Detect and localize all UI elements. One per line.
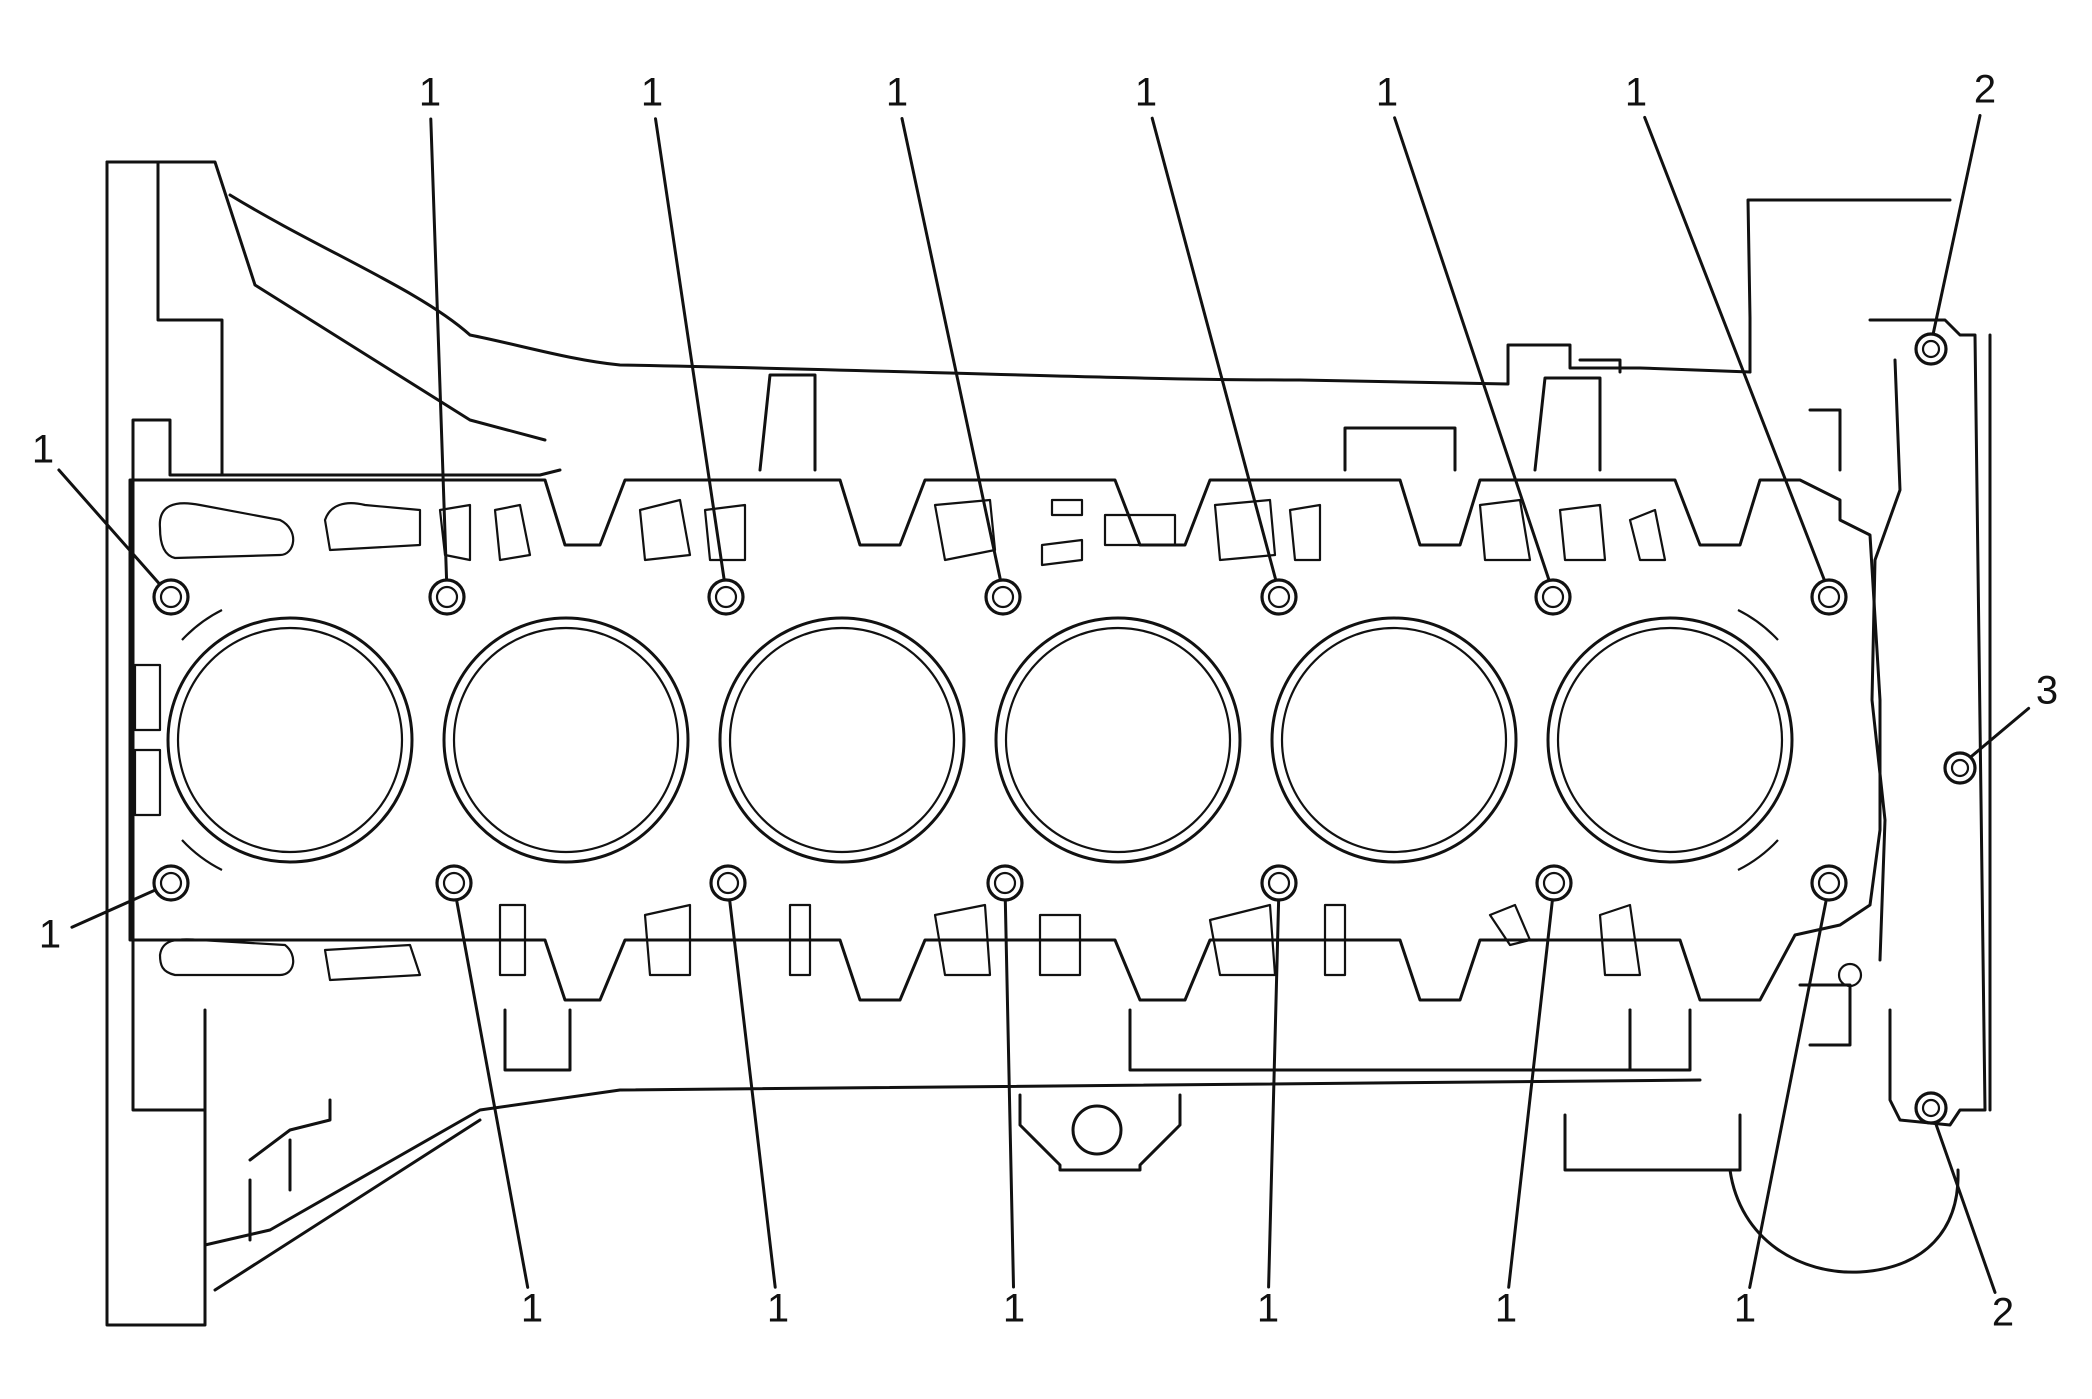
callout-leader-8 <box>452 884 530 1289</box>
callout-labels: 1 1 1 1 1 1 1 1 1 1 1 1 1 1 2 2 3 <box>32 68 2058 1335</box>
bolt-hole <box>1534 578 1572 616</box>
bolt-hole <box>152 578 190 616</box>
bolt-hole <box>1914 1091 1948 1125</box>
callout-label-1: 1 <box>641 71 663 115</box>
bolt-hole <box>1943 751 1977 785</box>
bolt-hole <box>986 864 1024 902</box>
callout-leader-6 <box>57 468 173 599</box>
callout-label-16: 3 <box>2036 669 2058 713</box>
callout-leader-2 <box>900 117 1005 594</box>
callout-leader-0 <box>429 117 449 594</box>
callout-label-13: 1 <box>1734 1287 1756 1331</box>
engine-block-outline <box>105 160 1992 1327</box>
callout-leader-14 <box>1929 114 1982 346</box>
callout-leader-12 <box>1507 884 1556 1289</box>
callout-label-9: 1 <box>767 1287 789 1331</box>
callout-label-6: 1 <box>32 428 54 472</box>
bolt-hole <box>1914 332 1948 366</box>
callout-label-12: 1 <box>1495 1287 1517 1331</box>
cylinder-bores <box>166 609 1794 871</box>
callout-label-0: 1 <box>419 71 441 115</box>
bolt-hole <box>152 864 190 902</box>
callout-leader-15 <box>1929 1108 1997 1294</box>
bolt-hole <box>1535 864 1573 902</box>
bolt-hole <box>1810 578 1848 616</box>
bolt-hole <box>1260 864 1298 902</box>
bolt-hole <box>428 578 466 616</box>
callout-label-10: 1 <box>1003 1287 1025 1331</box>
callout-leader-10 <box>1003 884 1015 1289</box>
callout-leader-13 <box>1748 884 1831 1289</box>
callout-label-8: 1 <box>521 1287 543 1331</box>
callout-label-15: 2 <box>1992 1291 2014 1335</box>
callout-label-14: 2 <box>1974 68 1996 112</box>
callout-leader-1 <box>654 117 728 594</box>
callout-leader-9 <box>726 884 777 1289</box>
callout-leader-11 <box>1267 884 1281 1289</box>
bolt-holes <box>152 332 1977 1125</box>
callout-leader-5 <box>1643 115 1831 594</box>
callout-label-7: 1 <box>39 913 61 957</box>
callout-leader-3 <box>1150 116 1281 594</box>
callout-leader-4 <box>1393 116 1555 594</box>
callout-label-4: 1 <box>1376 71 1398 115</box>
bolt-hole <box>709 864 747 902</box>
bolt-hole <box>984 578 1022 616</box>
callout-label-2: 1 <box>886 71 908 115</box>
bolt-hole <box>1260 578 1298 616</box>
callout-label-3: 1 <box>1135 71 1157 115</box>
bolt-hole <box>707 578 745 616</box>
callout-leader-lines <box>57 114 2031 1294</box>
bolt-hole <box>1810 864 1848 902</box>
head-gasket-deck <box>128 478 1882 1002</box>
bolt-hole <box>435 864 473 902</box>
callout-label-11: 1 <box>1257 1287 1279 1331</box>
callout-label-5: 1 <box>1625 71 1647 115</box>
